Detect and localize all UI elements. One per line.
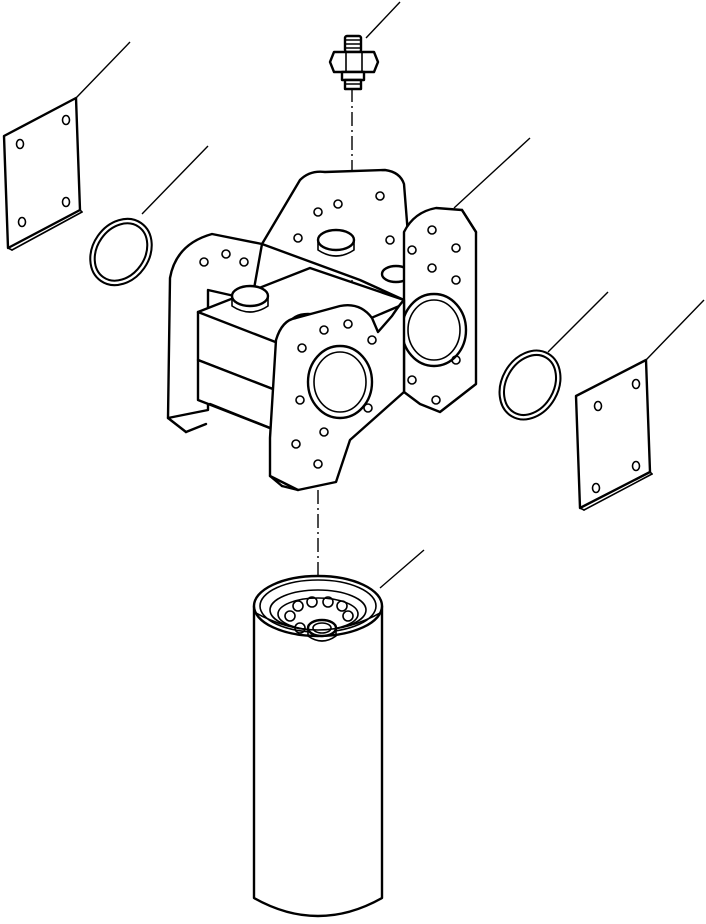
leader-lines [75, 1, 705, 589]
leader-line-plate-right [645, 299, 705, 361]
cover-plate-left [2, 96, 83, 251]
leader-line-oring-left [141, 145, 209, 215]
air-bleed-plug [328, 34, 380, 91]
leader-line-plate-left [75, 41, 131, 99]
filter-cartridge [252, 574, 384, 918]
leader-line-filter [379, 549, 425, 589]
cover-plate-right [574, 358, 653, 511]
o-ring-right [498, 349, 562, 421]
o-ring-left [89, 217, 153, 287]
filter-head-bracket [166, 168, 478, 492]
leader-line-bracket [453, 137, 531, 209]
leader-line-plug [365, 1, 401, 39]
leader-line-oring-right [547, 291, 609, 353]
